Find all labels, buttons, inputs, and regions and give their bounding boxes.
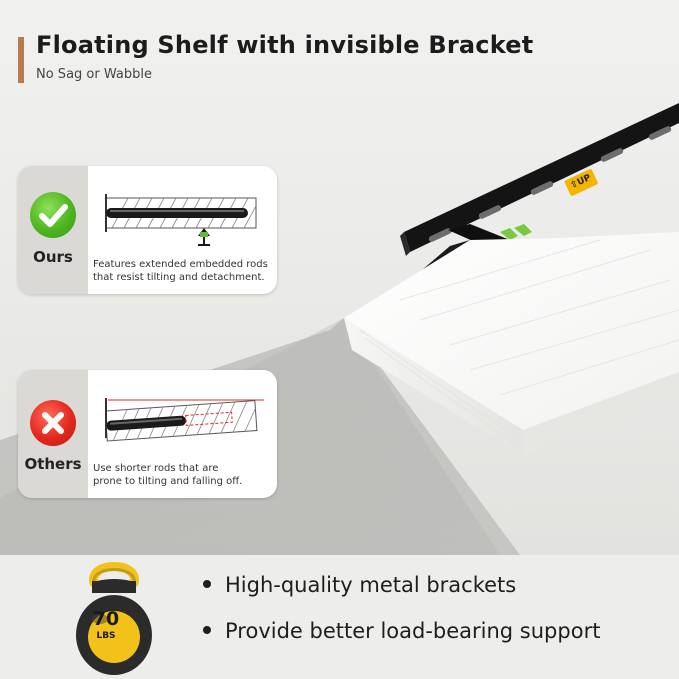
comparison-card-others: Others	[18, 370, 277, 498]
card-badge-panel: Others	[18, 370, 88, 498]
check-icon	[30, 192, 76, 238]
card-badge-panel: Ours	[18, 166, 88, 294]
ours-description: Features extended embedded rods that res…	[93, 258, 268, 284]
bracket-up-label-bg	[564, 169, 598, 196]
long-rod-diagram	[88, 166, 277, 256]
feature-item: Provide better load-bearing support	[203, 619, 600, 643]
others-label: Others	[24, 455, 82, 473]
shelf-end	[523, 372, 679, 455]
shelf-top	[344, 232, 679, 430]
push-arrow-icon	[198, 228, 210, 246]
comparison-card-ours: Ours	[18, 166, 277, 294]
others-description-line2: prone to tilting and falling off.	[93, 476, 243, 487]
load-unit: LBS	[96, 631, 116, 641]
white-shelf	[344, 232, 679, 455]
short-rod-diagram	[88, 370, 277, 460]
others-description: Use shorter rods that are prone to tilti…	[93, 462, 242, 488]
feature-text: Provide better load-bearing support	[225, 619, 601, 643]
others-description-line1: Use shorter rods that are	[93, 463, 219, 474]
ours-description-line2: that resist tilting and detachment.	[93, 272, 265, 283]
bullet-dot-icon	[203, 580, 211, 588]
cross-icon	[30, 400, 76, 446]
load-value: 70	[92, 608, 120, 630]
bullet-dot-icon	[203, 626, 211, 634]
page-subtitle: No Sag or Wabble	[36, 67, 152, 82]
title-accent-bar	[18, 37, 24, 83]
feature-item: High-quality metal brackets	[203, 573, 516, 597]
page-title: Floating Shelf with invisible Bracket	[36, 31, 534, 59]
feature-text: High-quality metal brackets	[225, 573, 517, 597]
ours-label: Ours	[33, 248, 73, 266]
ours-description-line1: Features extended embedded rods	[93, 259, 268, 270]
product-scene: ⇧UP Floating Shelf with invisible Bracke…	[0, 0, 679, 555]
kettlebell-icon	[76, 562, 152, 675]
